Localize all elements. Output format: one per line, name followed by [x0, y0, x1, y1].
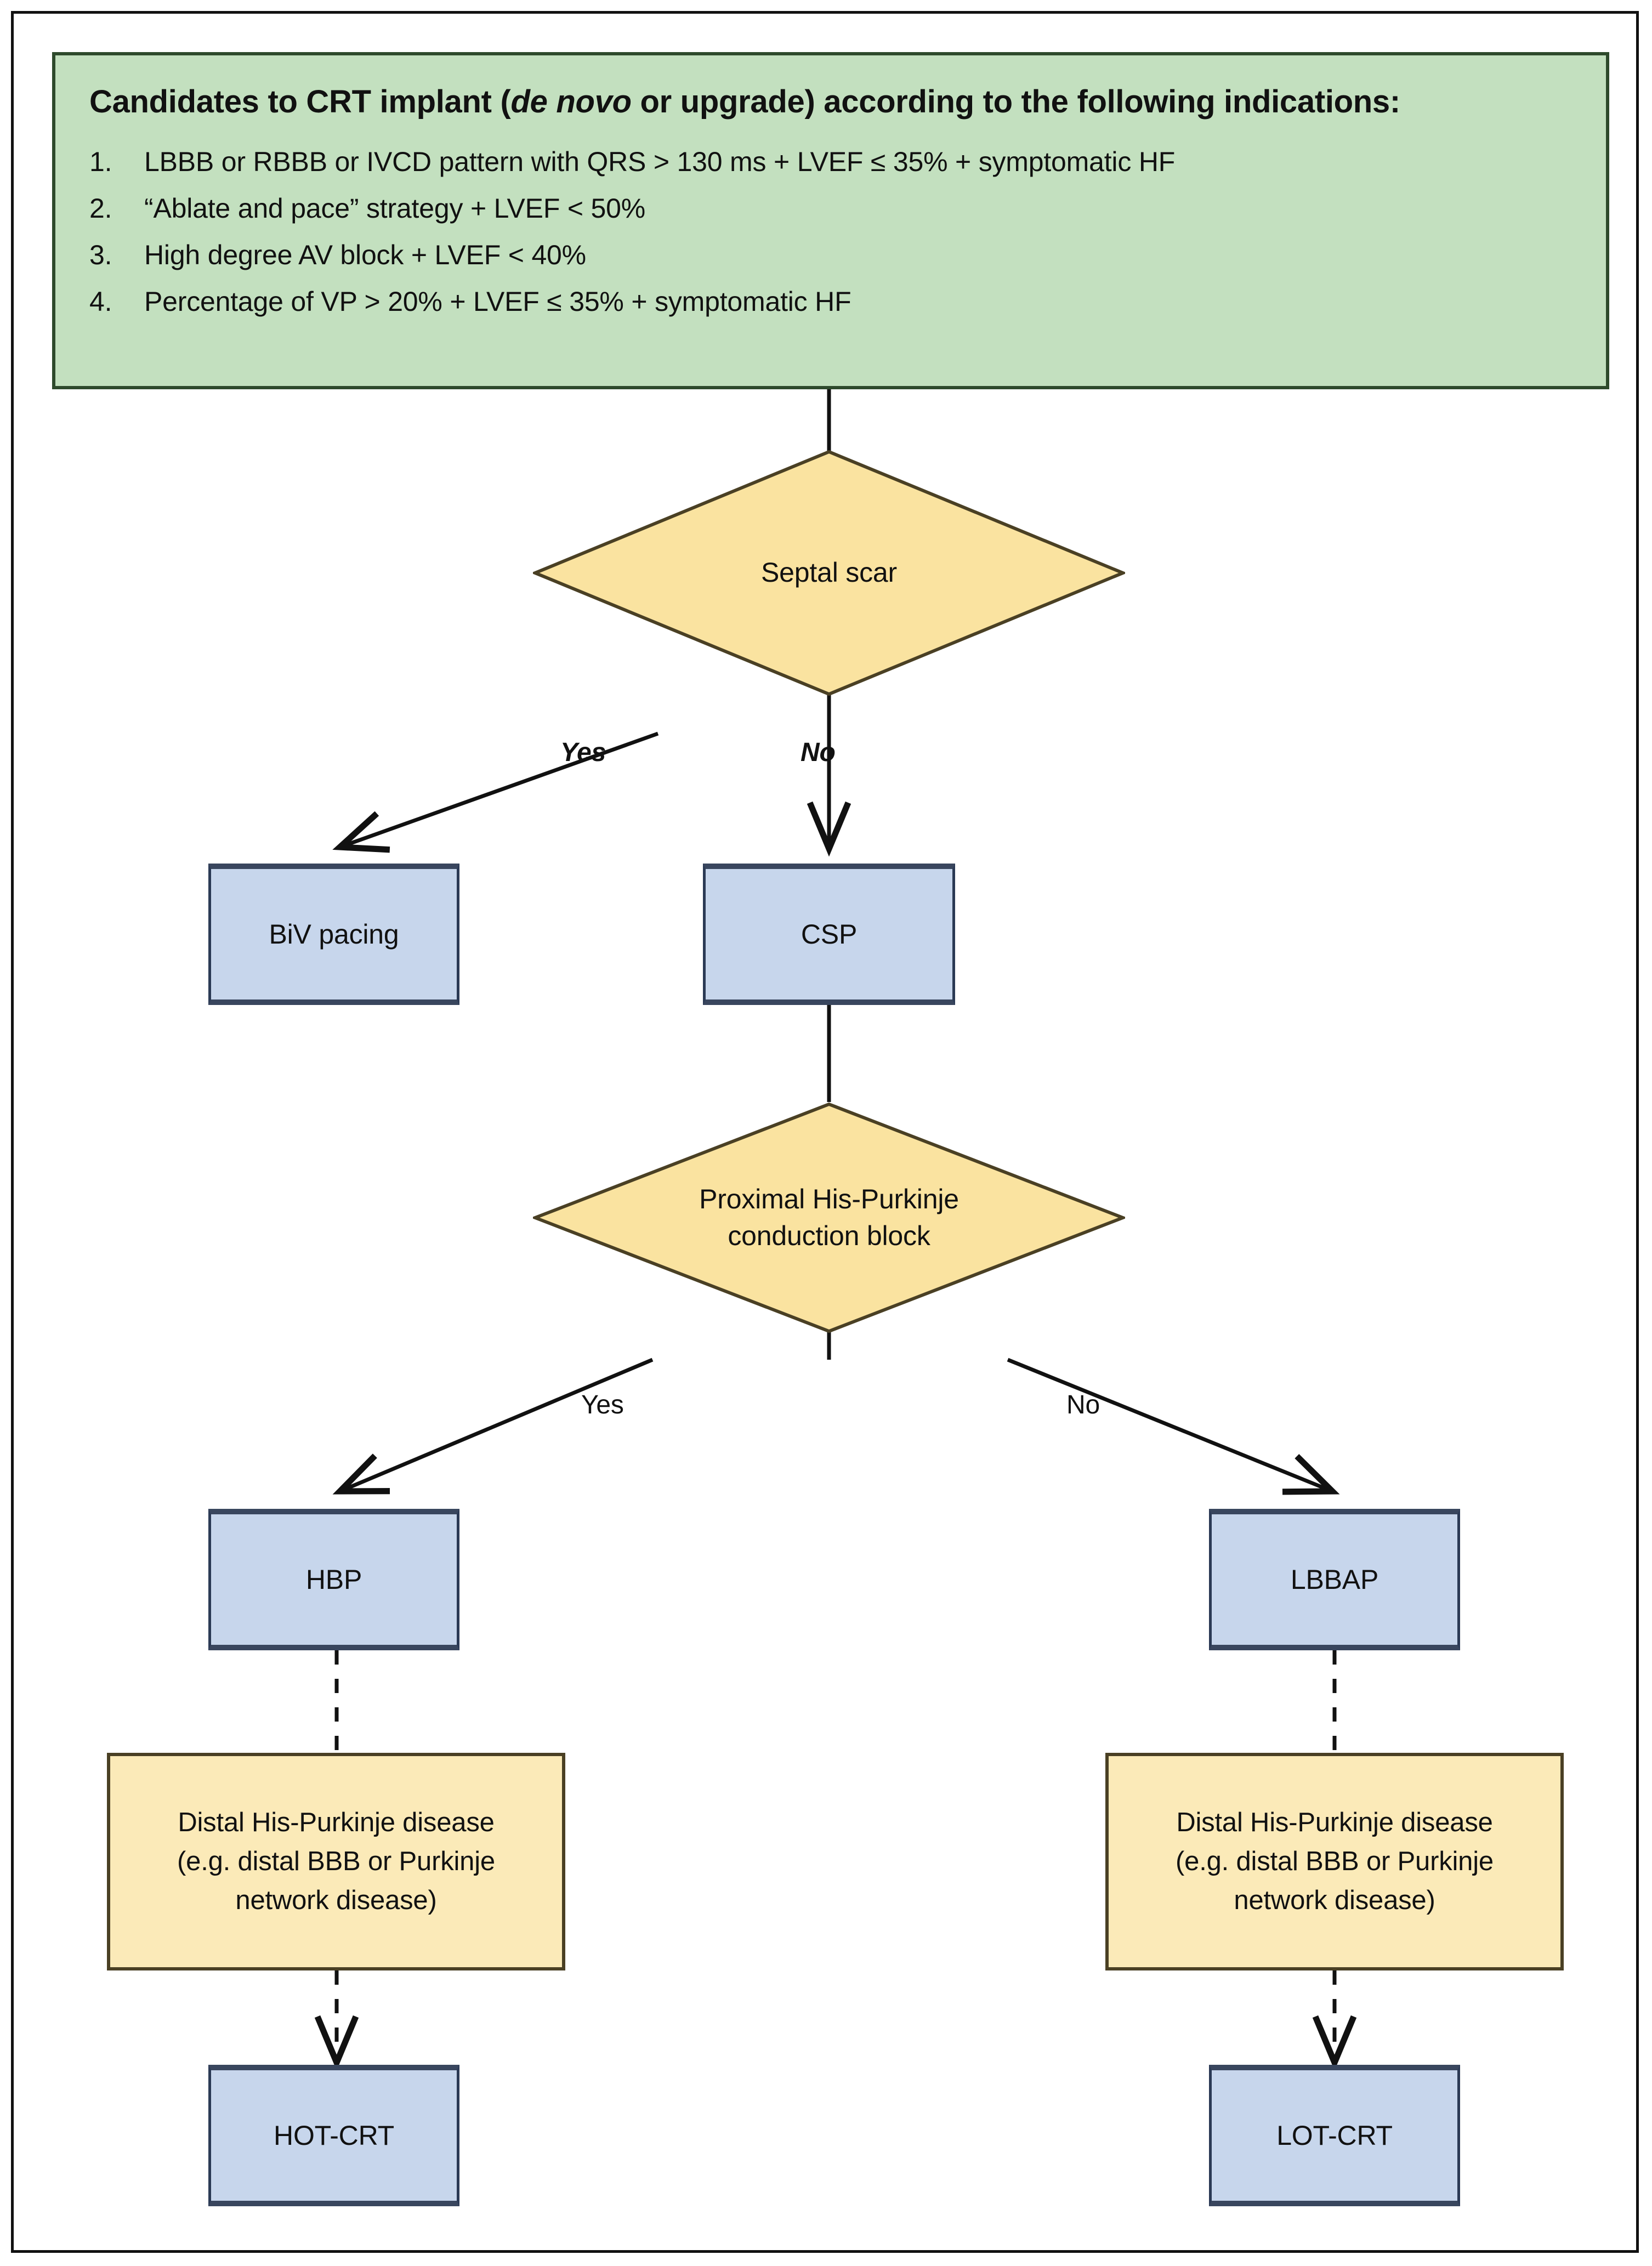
list-item: 3. High degree AV block + LVEF < 40%	[89, 240, 1573, 270]
note-right-text: Distal His-Purkinje disease (e.g. distal…	[1176, 1803, 1494, 1920]
note-left-line2: (e.g. distal BBB or Purkinje	[177, 1846, 495, 1876]
process-csp: CSP	[703, 864, 955, 1005]
process-biv-pacing-label: BiV pacing	[269, 919, 399, 950]
edge-label-septal-no: No	[801, 738, 836, 767]
list-item-number: 4.	[89, 286, 112, 317]
decision-septal-scar: Septal scar	[533, 450, 1125, 696]
process-hot-crt: HOT-CRT	[208, 2065, 459, 2206]
panel-title: Candidates to CRT implant (de novo or up…	[89, 84, 1573, 121]
panel-title-suffix: or upgrade) according to the following i…	[631, 84, 1401, 120]
list-item-text: High degree AV block + LVEF < 40%	[144, 239, 586, 270]
note-left-line3: network disease)	[235, 1886, 437, 1916]
panel-title-prefix: Candidates to CRT implant (	[89, 84, 511, 120]
note-left-text: Distal His-Purkinje disease (e.g. distal…	[177, 1803, 495, 1920]
indications-panel: Candidates to CRT implant (de novo or up…	[52, 52, 1609, 389]
note-distal-hp-disease-right: Distal His-Purkinje disease (e.g. distal…	[1105, 1753, 1564, 1970]
note-left-line1: Distal His-Purkinje disease	[178, 1807, 495, 1837]
note-distal-hp-disease-left: Distal His-Purkinje disease (e.g. distal…	[107, 1753, 565, 1970]
process-biv-pacing: BiV pacing	[208, 864, 459, 1005]
list-item-number: 3.	[89, 239, 112, 270]
process-lbbap-label: LBBAP	[1290, 1564, 1379, 1595]
process-lbbap: LBBAP	[1209, 1509, 1460, 1650]
list-item-number: 1.	[89, 146, 112, 177]
indication-list: 1. LBBB or RBBB or IVCD pattern with QRS…	[89, 146, 1573, 317]
list-item-text: Percentage of VP > 20% + LVEF ≤ 35% + sy…	[144, 286, 851, 317]
list-item-text: LBBB or RBBB or IVCD pattern with QRS > …	[144, 146, 1176, 177]
list-item-text: “Ablate and pace” strategy + LVEF < 50%	[144, 192, 646, 224]
process-hbp-label: HBP	[305, 1564, 362, 1595]
list-item: 4. Percentage of VP > 20% + LVEF ≤ 35% +…	[89, 286, 1573, 317]
note-right-line1: Distal His-Purkinje disease	[1176, 1807, 1493, 1837]
panel-title-italic: de novo	[510, 84, 632, 120]
list-item-number: 2.	[89, 192, 112, 224]
page-border	[11, 11, 1639, 2253]
process-hbp: HBP	[208, 1509, 459, 1650]
list-item: 1. LBBB or RBBB or IVCD pattern with QRS…	[89, 146, 1573, 177]
process-lot-crt: LOT-CRT	[1209, 2065, 1460, 2206]
note-right-line3: network disease)	[1234, 1886, 1435, 1916]
edge-label-hp-no: No	[1066, 1390, 1100, 1419]
edge-label-hp-yes: Yes	[581, 1390, 624, 1419]
process-lot-crt-label: LOT-CRT	[1276, 2120, 1393, 2151]
edge-label-septal-yes: Yes	[560, 738, 606, 767]
process-csp-label: CSP	[801, 919, 858, 950]
process-hot-crt-label: HOT-CRT	[274, 2120, 394, 2151]
note-right-line2: (e.g. distal BBB or Purkinje	[1176, 1846, 1494, 1876]
list-item: 2. “Ablate and pace” strategy + LVEF < 5…	[89, 192, 1573, 224]
decision-hp-block: Proximal His-Purkinje conduction block	[533, 1102, 1125, 1333]
